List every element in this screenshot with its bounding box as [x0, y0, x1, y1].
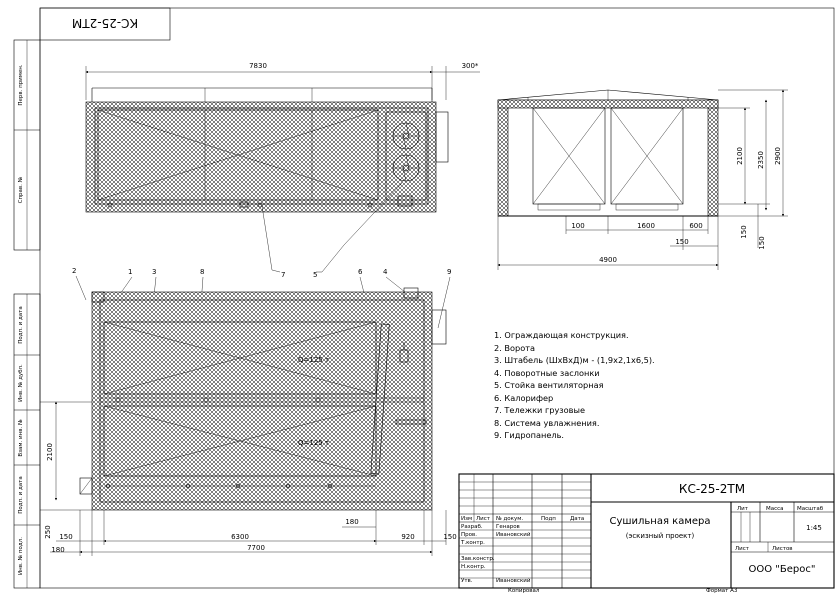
- scale-value: 1:45: [806, 524, 822, 532]
- name-0: Генаров: [496, 524, 520, 530]
- dim-4900: 4900: [599, 256, 617, 264]
- label-q2: Q=125 т: [298, 439, 329, 447]
- name-1: Ивановский: [496, 531, 531, 538]
- callout-8: 8: [200, 268, 204, 276]
- hdr-doc: № докум.: [496, 516, 523, 522]
- role-4: Н.контр.: [461, 564, 486, 570]
- legend-item-8: 8. Система увлажнения.: [494, 418, 599, 428]
- sheet-label: Лист: [735, 546, 750, 552]
- role-0: Разраб.: [461, 524, 483, 530]
- callout-9: 9: [447, 268, 451, 276]
- dim-150-h: 150: [675, 238, 688, 246]
- callout-5: 5: [313, 271, 317, 279]
- side-margin-fields: Перв. примен. Справ. № Подп. и дата Инв.…: [13, 39, 41, 589]
- dim-100: 100: [571, 222, 584, 230]
- legend-item-3: 3. Штабель (ШхВхД)м - (1,9х2,1х6,5).: [494, 355, 655, 365]
- side-field-4: Взам. инв. №: [18, 419, 24, 457]
- name-5: Ивановский: [496, 577, 531, 584]
- company-name: ООО "Берос": [749, 564, 816, 575]
- role-2: Т.контр.: [460, 540, 485, 546]
- hdr-podp: Подп: [541, 516, 556, 522]
- callout-6: 6: [358, 268, 363, 276]
- label-q1: Q=125 т: [298, 356, 329, 364]
- title-name-2: (эскизный проект): [626, 532, 695, 540]
- legend-item-6: 6. Калорифер: [494, 393, 553, 403]
- plan-view-main: 2 1 3 8 6 4 9 Q=125 т Q=125 т: [40, 267, 457, 556]
- legend: 1. Ограждающая конструкция. 2. Ворота 3.…: [494, 330, 655, 440]
- hdr-data: Дата: [570, 516, 584, 522]
- callout-7: 7: [281, 271, 285, 279]
- dim-7700: 7700: [247, 544, 265, 552]
- sheets-label: Листов: [772, 546, 793, 552]
- dim-150-right: 150: [443, 533, 456, 541]
- legend-item-7: 7. Тележки грузовые: [494, 405, 585, 415]
- dim-150-v2: 150: [758, 236, 766, 249]
- dim-300: 300*: [462, 62, 479, 70]
- legend-item-5: 5. Стойка вентиляторная: [494, 380, 604, 390]
- dim-180-mid: 180: [345, 518, 358, 526]
- side-field-1: Справ. №: [18, 176, 24, 203]
- legend-item-1: 1. Ограждающая конструкция.: [494, 330, 629, 340]
- dim-250: 250: [44, 525, 52, 538]
- dim-2100-main: 2100: [46, 443, 54, 461]
- dim-150-main: 150: [59, 533, 72, 541]
- dim-2100-sec: 2100: [736, 147, 744, 165]
- top-stamp-code: КС-25-2ТМ: [72, 16, 138, 30]
- dim-2350: 2350: [757, 151, 765, 169]
- dim-6300: 6300: [231, 533, 249, 541]
- callout-4: 4: [383, 268, 388, 276]
- section-view: 2100 2350 2900 150 150 100 1600 600 150 …: [497, 89, 788, 270]
- side-field-6: Инв. № подл.: [18, 537, 24, 575]
- title-name-1: Сушильная камера: [609, 516, 710, 527]
- dim-2900: 2900: [774, 147, 782, 165]
- col-lit: Лит: [737, 506, 749, 512]
- side-field-0: Перв. примен.: [18, 64, 24, 106]
- hdr-list: Лист: [476, 516, 491, 522]
- dim-1600: 1600: [637, 222, 655, 230]
- title-code: КС-25-2ТМ: [679, 482, 745, 496]
- legend-item-4: 4. Поворотные заслонки: [494, 368, 600, 378]
- dim-600: 600: [689, 222, 702, 230]
- title-block: КС-25-2ТМ Изм Лист № докум. Подп Дата Ра…: [458, 473, 835, 594]
- role-1: Пров.: [461, 532, 477, 538]
- side-field-3: Инв. № дубл.: [18, 364, 24, 402]
- hdr-izm: Изм: [461, 516, 472, 522]
- callout-2: 2: [72, 267, 76, 275]
- legend-item-2: 2. Ворота: [494, 343, 535, 353]
- dim-180-left: 180: [51, 546, 64, 554]
- role-3: Зав.констр.: [461, 556, 495, 562]
- side-field-2: Подп. и дата: [18, 306, 24, 343]
- callout-3: 3: [152, 268, 156, 276]
- role-5: Утв.: [461, 578, 473, 584]
- legend-item-9: 9. Гидропанель.: [494, 430, 564, 440]
- top-leaders: 7 5: [261, 182, 403, 279]
- top-stamp: КС-25-2ТМ: [39, 7, 171, 41]
- dim-7830: 7830: [249, 62, 267, 70]
- dim-920: 920: [401, 533, 414, 541]
- plan-view-top: 7830 300*: [85, 62, 480, 213]
- format-label: Формат А3: [706, 588, 738, 594]
- copied-label: Копировал: [508, 588, 540, 594]
- side-field-5: Подп. и дата: [18, 476, 24, 513]
- col-mass: Масса: [766, 506, 784, 512]
- col-scale: Масштаб: [797, 506, 824, 512]
- dim-150-v1: 150: [740, 225, 748, 238]
- callout-1: 1: [128, 268, 132, 276]
